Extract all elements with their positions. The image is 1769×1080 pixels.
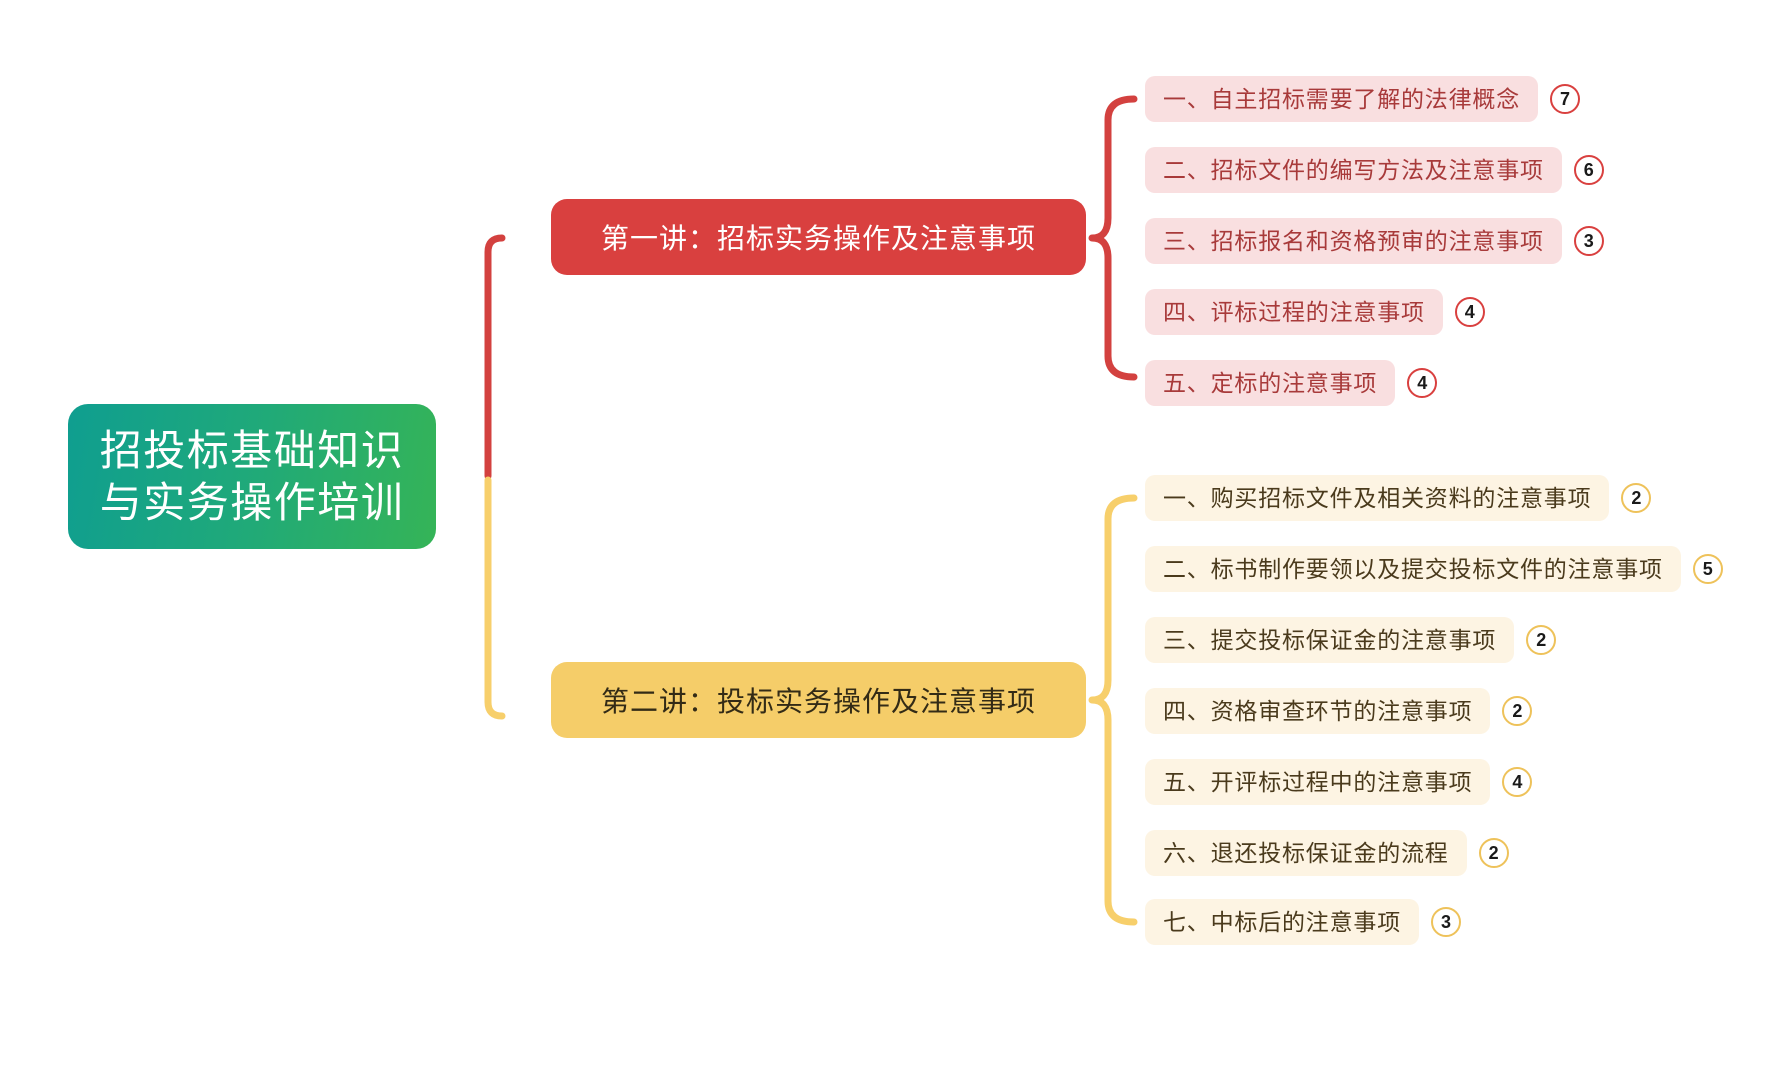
count-badge-b1-6: 2 — [1478, 838, 1509, 868]
leaf-row-b1-1[interactable]: 一、购买招标文件及相关资料的注意事项 2 — [1145, 475, 1652, 521]
connector-root-to-branch-0 — [484, 234, 506, 480]
count-badge-b1-2: 5 — [1692, 554, 1723, 584]
leaf-row-b1-2[interactable]: 二、标书制作要领以及提交投标文件的注意事项 5 — [1145, 546, 1723, 592]
leaf-row-b1-7[interactable]: 七、中标后的注意事项 3 — [1145, 899, 1461, 945]
count-badge-b0-4: 4 — [1454, 297, 1485, 327]
count-value-b1-4: 2 — [1512, 701, 1523, 721]
leaf-row-b0-1[interactable]: 一、自主招标需要了解的法律概念 7 — [1145, 76, 1580, 122]
count-value-b1-5: 4 — [1512, 772, 1523, 792]
leaf-pill-b0-4[interactable]: 四、评标过程的注意事项 — [1145, 289, 1443, 335]
leaf-label-b1-1: 一、购买招标文件及相关资料的注意事项 — [1163, 484, 1592, 511]
count-badge-b0-3: 3 — [1573, 226, 1604, 256]
leaf-label-b1-7: 七、中标后的注意事项 — [1163, 908, 1401, 935]
count-badge-b1-1: 2 — [1621, 483, 1652, 513]
leaf-label-b0-1: 一、自主招标需要了解的法律概念 — [1163, 85, 1520, 112]
leaf-row-b0-3[interactable]: 三、招标报名和资格预审的注意事项 3 — [1145, 218, 1604, 264]
leaf-pill-b1-2[interactable]: 二、标书制作要领以及提交投标文件的注意事项 — [1145, 546, 1681, 592]
count-badge-b1-3: 2 — [1526, 625, 1557, 655]
leaf-pill-b1-4[interactable]: 四、资格审查环节的注意事项 — [1145, 688, 1491, 734]
count-badge-b1-5: 4 — [1502, 767, 1533, 797]
count-value-b0-4: 4 — [1464, 302, 1475, 322]
leaf-label-b0-2: 二、招标文件的编写方法及注意事项 — [1163, 156, 1544, 183]
leaf-label-b1-4: 四、资格审查环节的注意事项 — [1163, 697, 1473, 724]
leaf-label-b1-2: 二、标书制作要领以及提交投标文件的注意事项 — [1163, 555, 1663, 582]
leaf-pill-b1-7[interactable]: 七、中标后的注意事项 — [1145, 899, 1419, 945]
count-badge-b0-5: 4 — [1407, 368, 1438, 398]
count-badge-b0-1: 7 — [1550, 84, 1580, 114]
count-value-b0-2: 6 — [1583, 160, 1594, 180]
count-badge-b1-7: 3 — [1431, 907, 1461, 937]
count-value-b0-3: 3 — [1583, 231, 1594, 251]
leaf-pill-b1-5[interactable]: 五、开评标过程中的注意事项 — [1145, 759, 1491, 805]
leaf-row-b1-3[interactable]: 三、提交投标保证金的注意事项 2 — [1145, 617, 1557, 663]
branch-label-lecture-1: 第一讲：招标实务操作及注意事项 — [600, 223, 1036, 254]
count-value-b1-7: 3 — [1440, 912, 1451, 932]
branch-node-lecture-2[interactable]: 第二讲：投标实务操作及注意事项 — [551, 662, 1086, 738]
leaf-pill-b1-3[interactable]: 三、提交投标保证金的注意事项 — [1145, 617, 1515, 663]
root-node[interactable]: 招投标基础知识 与实务操作培训 — [68, 404, 436, 549]
leaf-row-b0-5[interactable]: 五、定标的注意事项 4 — [1145, 360, 1438, 406]
leaf-pill-b0-1[interactable]: 一、自主招标需要了解的法律概念 — [1145, 76, 1538, 122]
leaf-label-b0-5: 五、定标的注意事项 — [1163, 369, 1378, 396]
count-value-b1-1: 2 — [1631, 488, 1642, 508]
leaf-label-b1-3: 三、提交投标保证金的注意事项 — [1163, 626, 1497, 653]
branch-node-lecture-1[interactable]: 第一讲：招标实务操作及注意事项 — [551, 199, 1086, 275]
leaf-pill-b0-5[interactable]: 五、定标的注意事项 — [1145, 360, 1396, 406]
count-badge-b0-2: 6 — [1573, 155, 1604, 185]
count-value-b0-1: 7 — [1559, 89, 1570, 109]
leaf-row-b1-5[interactable]: 五、开评标过程中的注意事项 4 — [1145, 759, 1533, 805]
leaf-row-b1-6[interactable]: 六、退还投标保证金的流程 2 — [1145, 830, 1509, 876]
count-badge-b1-4: 2 — [1502, 696, 1533, 726]
root-title-line-2: 与实务操作培训 — [99, 478, 405, 526]
leaf-pill-b0-2[interactable]: 二、招标文件的编写方法及注意事项 — [1145, 147, 1562, 193]
leaf-label-b1-5: 五、开评标过程中的注意事项 — [1163, 768, 1473, 795]
brace-branch-0 — [1088, 95, 1138, 381]
leaf-row-b1-4[interactable]: 四、资格审查环节的注意事项 2 — [1145, 688, 1533, 734]
leaf-row-b0-4[interactable]: 四、评标过程的注意事项 4 — [1145, 289, 1485, 335]
count-value-b1-3: 2 — [1536, 630, 1547, 650]
brace-branch-1 — [1088, 494, 1138, 926]
count-value-b1-6: 2 — [1488, 843, 1499, 863]
branch-label-lecture-2: 第二讲：投标实务操作及注意事项 — [600, 686, 1036, 717]
leaf-label-b1-6: 六、退还投标保证金的流程 — [1163, 839, 1449, 866]
count-value-b1-2: 5 — [1702, 559, 1713, 579]
root-title-line-1: 招投标基础知识 — [99, 427, 405, 475]
leaf-pill-b1-1[interactable]: 一、购买招标文件及相关资料的注意事项 — [1145, 475, 1610, 521]
leaf-label-b0-3: 三、招标报名和资格预审的注意事项 — [1163, 227, 1544, 254]
leaf-label-b0-4: 四、评标过程的注意事项 — [1163, 298, 1425, 325]
leaf-pill-b0-3[interactable]: 三、招标报名和资格预审的注意事项 — [1145, 218, 1562, 264]
connector-root-to-branch-1 — [484, 476, 506, 720]
leaf-row-b0-2[interactable]: 二、招标文件的编写方法及注意事项 6 — [1145, 147, 1604, 193]
count-value-b0-5: 4 — [1417, 373, 1428, 393]
leaf-pill-b1-6[interactable]: 六、退还投标保证金的流程 — [1145, 830, 1467, 876]
